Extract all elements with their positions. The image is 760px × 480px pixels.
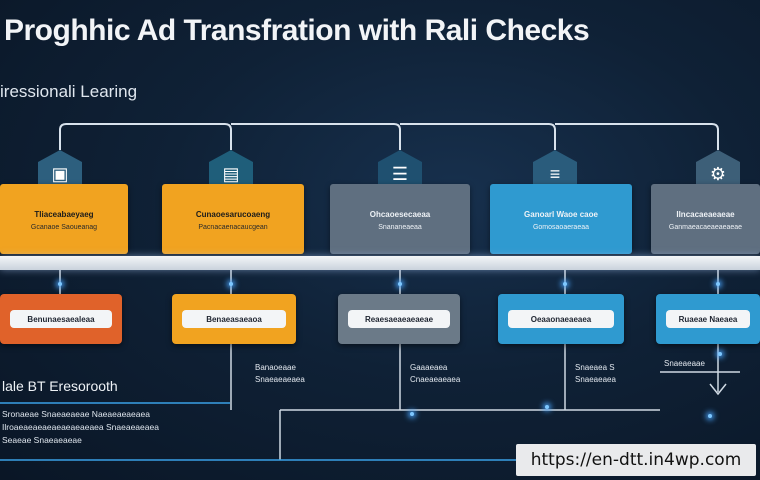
footer-line: Seaeae Snaeaeaeae — [2, 435, 82, 445]
glow-dot — [229, 282, 233, 286]
footer-heading: lale BT Eresorooth — [2, 378, 118, 394]
module-label: Ruaeae Naeaea — [666, 310, 750, 328]
stage-subtitle: Pacnacaenacaucgean — [198, 224, 268, 231]
glow-dot — [718, 352, 722, 356]
glow-dot — [398, 282, 402, 286]
note-line: Cnaeaeaeaea — [410, 375, 461, 384]
footer-line: Sronaeae Snaeaeaeae Naeaeaeaeaea — [2, 409, 150, 419]
glow-dot — [58, 282, 62, 286]
module-box-2: Benaeasaeaoa — [172, 294, 296, 344]
glow-dot — [708, 414, 712, 418]
list-icon: ≡ — [549, 163, 561, 184]
module-label: Benunaesaealeaa — [10, 310, 112, 328]
module-box-3: Reaesaeaeaeaeae — [338, 294, 460, 344]
stage-subtitle: Gomosaoaeraeaa — [532, 224, 590, 231]
module-label: Reaesaeaeaeaeae — [348, 310, 450, 328]
footer-block: lale BT Eresorooth Sronaeae Snaeaeaeae N… — [2, 378, 159, 447]
note-line: Snaeaeaea — [575, 375, 616, 384]
stage-title: Ilncacaeaeaeae — [676, 210, 735, 219]
stage-card-1: Tliaceabaeyaeg Gcanaoe Saoueanag — [0, 184, 128, 254]
module-label: Benaeasaeaoa — [182, 310, 286, 328]
stage-title: Tliaceabaeyaeg — [34, 210, 94, 219]
glow-dot — [545, 405, 549, 409]
gear-icon: ⚙ — [709, 163, 727, 184]
module-box-5: Ruaeae Naeaea — [656, 294, 760, 344]
note-4: Snaeaeaae — [664, 358, 705, 370]
stage-subtitle: Snananeaeaa — [378, 224, 422, 231]
stage-card-3: Ohcaoesecaeaa Snananeaeaa — [330, 184, 470, 254]
module-label: Oeaaonaeaeaea — [508, 310, 614, 328]
module-box-1: Benunaesaealeaa — [0, 294, 122, 344]
timeline-bar — [0, 256, 760, 270]
stage-subtitle: Gcanaoe Saoueanag — [30, 224, 98, 231]
module-box-4: Oeaaonaeaeaea — [498, 294, 624, 344]
page-subtitle: iressionali Learing — [0, 82, 138, 101]
note-2: Gaaaeaea Cnaeaeaeaea — [410, 362, 460, 386]
note-line: Banaoeaae — [255, 363, 296, 372]
stage-subtitle: Ganmaeacaeaeaeaeae — [668, 224, 743, 231]
watermark-url: https://en-dtt.in4wp.com — [516, 444, 756, 476]
note-line: Snaeaeaae — [664, 359, 705, 368]
glow-dot — [410, 412, 414, 416]
stage-title: Cunaoesarucoaeng — [195, 210, 271, 219]
clipboard-icon: ▤ — [222, 163, 240, 184]
note-line: Gaaaeaea — [410, 363, 448, 372]
stage-card-5: Ilncacaeaeaeae Ganmaeacaeaeaeaeae — [651, 184, 760, 254]
glow-dot — [563, 282, 567, 286]
stage-card-2: Cunaoesarucoaeng Pacnacaenacaucgean — [162, 184, 304, 254]
checklist-icon: ☰ — [391, 163, 409, 184]
footer-line: Ilroaeaeaeaeaeaeaeaeaea Snaeaeaeaea — [2, 422, 159, 432]
stage-title: Ganoarl Waoe caoe — [524, 210, 598, 219]
glow-dot — [716, 282, 720, 286]
note-1: Banaoeaae Snaeaeaeaea — [255, 362, 305, 386]
stage-title: Ohcaoesecaeaa — [369, 210, 431, 219]
note-line: Snaeaeaeaea — [255, 375, 305, 384]
document-icon: ▣ — [51, 163, 69, 184]
stage-card-4: Ganoarl Waoe caoe Gomosaoaeraeaa — [490, 184, 632, 254]
note-3: Snaeaea S Snaeaeaea — [575, 362, 616, 386]
page-title: Proghhic Ad Transfration with Rali Check… — [4, 14, 590, 47]
note-line: Snaeaea S — [575, 363, 615, 372]
